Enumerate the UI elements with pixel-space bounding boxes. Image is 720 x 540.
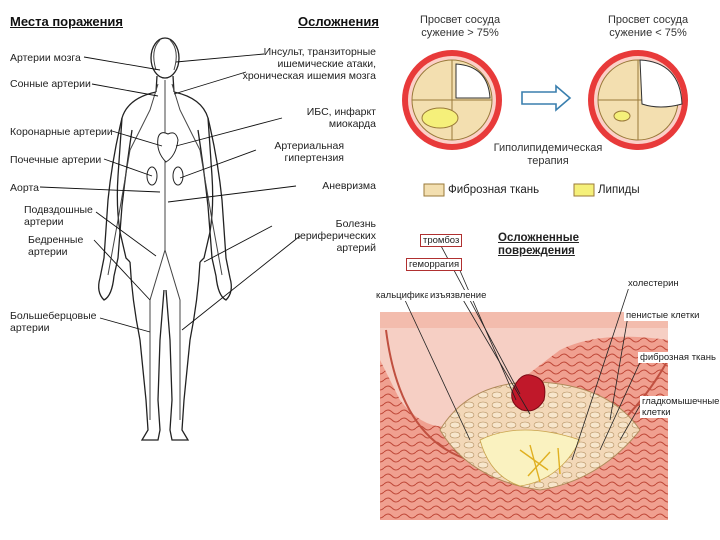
annotation-cholesterol: холестерин bbox=[626, 278, 681, 289]
thrombus-clot bbox=[511, 374, 546, 412]
complication-label-ihd: ИБС, инфаркт миокарда bbox=[306, 106, 376, 130]
complication-label-peripheral: Болезнь периферических артерий bbox=[294, 218, 376, 254]
annotation-foam-cells: пенистые клетки bbox=[624, 310, 702, 321]
site-label-tibial: Большеберцовые артерии bbox=[10, 310, 97, 334]
annotation-fibrous-tissue: фиброзная ткань bbox=[638, 352, 718, 363]
annotation-ulceration: изъязвление bbox=[428, 290, 489, 301]
complicated-lesions-title: Осложненные повреждения bbox=[498, 232, 579, 257]
complication-leader-lines bbox=[167, 53, 301, 331]
complications-header: Осложнения bbox=[298, 14, 379, 29]
vessel-cross-section-mild bbox=[588, 50, 688, 150]
vessel-cross-section-severe bbox=[402, 50, 502, 150]
annotation-hemorrhage: геморрагия bbox=[406, 258, 463, 271]
annotation-calcification: кальцификация bbox=[374, 290, 448, 301]
plaque-body bbox=[439, 381, 641, 491]
site-label-femoral: Бедренные артерии bbox=[28, 234, 84, 258]
site-label-aorta: Аорта bbox=[10, 182, 39, 194]
intima-surface bbox=[380, 312, 668, 427]
site-leader-lines bbox=[39, 56, 163, 333]
legend-label-lipids: Липиды bbox=[598, 184, 640, 196]
therapy-arrow bbox=[521, 84, 572, 112]
sites-header: Места поражения bbox=[10, 14, 123, 29]
heart-shape bbox=[157, 132, 179, 163]
legend-swatch-lipids bbox=[573, 183, 595, 197]
legend-swatch-fibrous bbox=[423, 183, 445, 197]
vessel-network bbox=[107, 39, 223, 420]
lumen-left-caption: Просвет сосуда сужение > 75% bbox=[419, 14, 501, 39]
cholesterol-crystals bbox=[519, 444, 561, 483]
site-label-carotid: Сонные артерии bbox=[10, 78, 91, 90]
legend-label-fibrous: Фиброзная ткань bbox=[448, 184, 540, 196]
complication-label-aneurysm: Аневризма bbox=[322, 180, 376, 192]
complication-label-stroke: Инсульт, транзиторные ишемические атаки,… bbox=[242, 46, 376, 82]
annotation-smooth-muscle: гладкомышечные клетки bbox=[640, 396, 720, 418]
therapy-caption: Гиполипидемическая терапия bbox=[493, 142, 603, 167]
lipid-core bbox=[479, 429, 581, 487]
arterial-wall bbox=[380, 312, 668, 520]
site-label-brain-arteries: Артерии мозга bbox=[10, 52, 81, 64]
annotation-thrombosis: тромбоз bbox=[420, 234, 463, 247]
site-label-iliac: Подвздошные артерии bbox=[24, 204, 93, 228]
lumen-right-caption: Просвет сосуда сужение < 75% bbox=[607, 14, 689, 39]
complication-label-hypertension: Артериальная гипертензия bbox=[274, 140, 344, 164]
kidney-shapes bbox=[146, 166, 184, 186]
site-label-renal: Почечные артерии bbox=[10, 154, 102, 166]
human-figure-outline bbox=[98, 37, 232, 441]
site-label-coronary: Коронарные артерии bbox=[10, 126, 113, 138]
plaque-leader-lines bbox=[403, 243, 643, 461]
